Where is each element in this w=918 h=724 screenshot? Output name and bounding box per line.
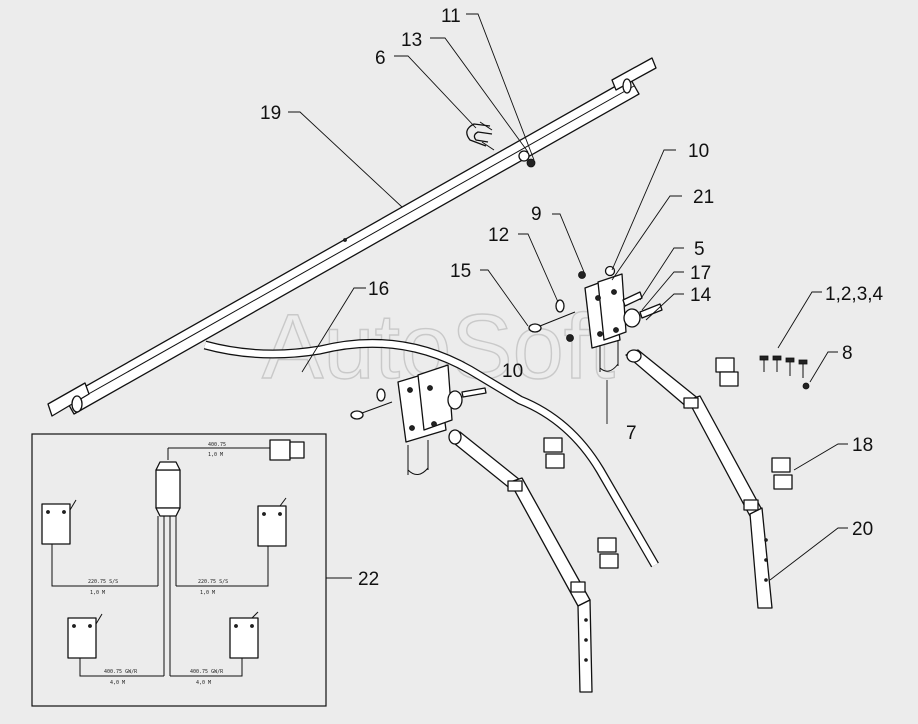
wire-label-main-spec: 400.75: [208, 442, 226, 448]
callout-14: 14: [690, 285, 712, 306]
callout-8: 8: [842, 343, 853, 364]
callout-1-2-3-4: 1,2,3,4: [825, 284, 884, 305]
wire-label-main-length: 1,0 M: [208, 452, 223, 458]
callout-17: 17: [690, 263, 711, 284]
wire-label-lower-right-length: 4,0 M: [196, 680, 211, 686]
callout-19: 19: [260, 103, 281, 124]
wire-label-right-length: 1,0 M: [200, 590, 215, 596]
wire-label-left-spec: 220.75 S/S: [88, 579, 118, 585]
tube-part-19: [47, 57, 657, 417]
leader-lines: [288, 13, 848, 581]
wire-label-left-length: 1,0 M: [90, 590, 105, 596]
callout-9: 9: [531, 204, 542, 225]
callout-21: 21: [693, 187, 714, 208]
curved-rod-part-16: [203, 338, 659, 568]
callout-10-middle: 10: [502, 361, 523, 382]
callout-18: 18: [852, 435, 873, 456]
callout-10-top: 10: [688, 141, 709, 162]
wire-label-lower-left-length: 4,0 M: [110, 680, 125, 686]
bent-arm-part-20: [625, 349, 773, 609]
u-bolt-part-6: [466, 121, 495, 151]
screws-part-1-4: [759, 355, 810, 390]
callout-labels: 11 13 6 19 10 21 9 12 5 15 17 16 1,2,3,4…: [260, 6, 884, 590]
callout-6: 6: [375, 48, 386, 69]
callout-15: 15: [450, 261, 471, 282]
nut-part-11-13: [518, 150, 536, 168]
bracket-assembly-right: [528, 265, 663, 372]
callout-11: 11: [441, 6, 461, 27]
wire-label-right-spec: 220.75 S/S: [198, 579, 228, 585]
clamp-parts-18: [543, 357, 793, 569]
callout-5: 5: [694, 239, 705, 260]
bent-arm-center: [448, 429, 593, 693]
callout-12: 12: [488, 225, 509, 246]
bracket-assembly-left: [350, 364, 487, 475]
callout-16: 16: [368, 279, 389, 300]
callout-22: 22: [358, 569, 379, 590]
wire-label-lower-left-spec: 400.75 GW/R: [104, 669, 138, 675]
wiring-harness-inset: 400.75 1,0 M 220.75 S/S 1,0 M 220.75 S/S…: [31, 433, 327, 707]
callout-20: 20: [852, 519, 873, 540]
callout-7: 7: [626, 423, 637, 444]
wire-label-lower-right-spec: 400.75 GW/R: [190, 669, 224, 675]
callout-13: 13: [401, 30, 422, 51]
